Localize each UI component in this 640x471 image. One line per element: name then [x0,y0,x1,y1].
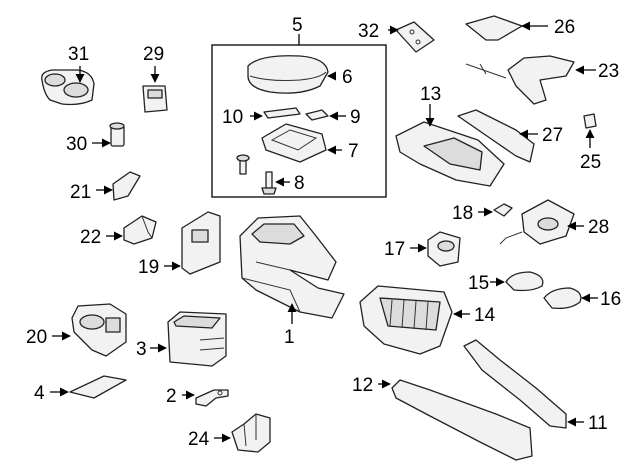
part-31-cup-holder [41,69,95,106]
callout-17: 17 [384,239,405,260]
callout-23: 23 [598,61,619,82]
part-16-pad [543,287,582,310]
part-9-latch [305,109,329,121]
callout-14: 14 [474,305,496,326]
part-19-side-panel [181,211,221,275]
callout-19: 19 [138,257,159,278]
callout-20: 20 [26,327,47,348]
part-2-bracket [195,389,229,407]
part-23-shift-lever [465,55,575,105]
callout-13: 13 [420,84,441,105]
callout-30: 30 [66,134,87,155]
part-22-lamp [123,215,157,245]
part-3-storage-bin [167,311,227,367]
part-10-hinge-plate [263,107,301,119]
callout-27: 27 [542,125,563,146]
part-30-bushing [109,122,125,147]
part-7-lid-base [261,123,327,163]
callout-12: 12 [352,375,373,396]
callout-18: 18 [452,203,473,224]
callout-24: 24 [188,429,210,450]
part-27-trim-strip [457,109,535,163]
part-26-shift-boot [465,15,523,41]
part-13-shift-bezel [395,121,505,187]
callout-2: 2 [166,386,177,407]
callout-32: 32 [358,21,379,42]
callout-11: 11 [588,413,608,434]
part-1-console-body [239,215,345,319]
part-24-bracket [231,413,271,453]
callout-3: 3 [136,339,147,360]
callout-1: 1 [284,327,295,348]
callout-6: 6 [342,67,353,88]
callout-10: 10 [222,107,243,128]
callout-8: 8 [294,173,305,194]
callout-29: 29 [143,44,164,65]
part-20-cup-bracket [71,303,127,357]
part-21-trim [112,171,141,201]
part-4-pad [69,375,127,399]
callout-7: 7 [348,141,359,162]
part-29-switch [142,85,168,113]
callout-21: 21 [70,182,91,203]
part-6-armrest-lid [247,55,329,94]
part-11-side-trim [463,339,567,429]
part-17-switch-housing [427,231,461,267]
callout-31: 31 [68,44,89,65]
callout-15: 15 [468,273,489,294]
part-32-clip [395,21,435,53]
callout-25: 25 [580,152,601,173]
callout-9: 9 [350,107,361,128]
callout-4: 4 [34,383,45,404]
part-8-bolt [261,171,277,195]
part-12-side-trim [391,379,533,461]
callout-22: 22 [80,227,101,248]
part-14-tray [359,285,453,355]
callout-16: 16 [600,289,621,310]
callout-26: 26 [554,17,575,38]
callout-5: 5 [292,15,303,36]
callout-28: 28 [588,217,609,238]
part-25-clip [583,113,597,129]
screw [236,154,250,175]
part-28-control-switch [499,199,575,245]
part-15-pad [505,271,544,292]
part-18-pad [493,203,513,217]
